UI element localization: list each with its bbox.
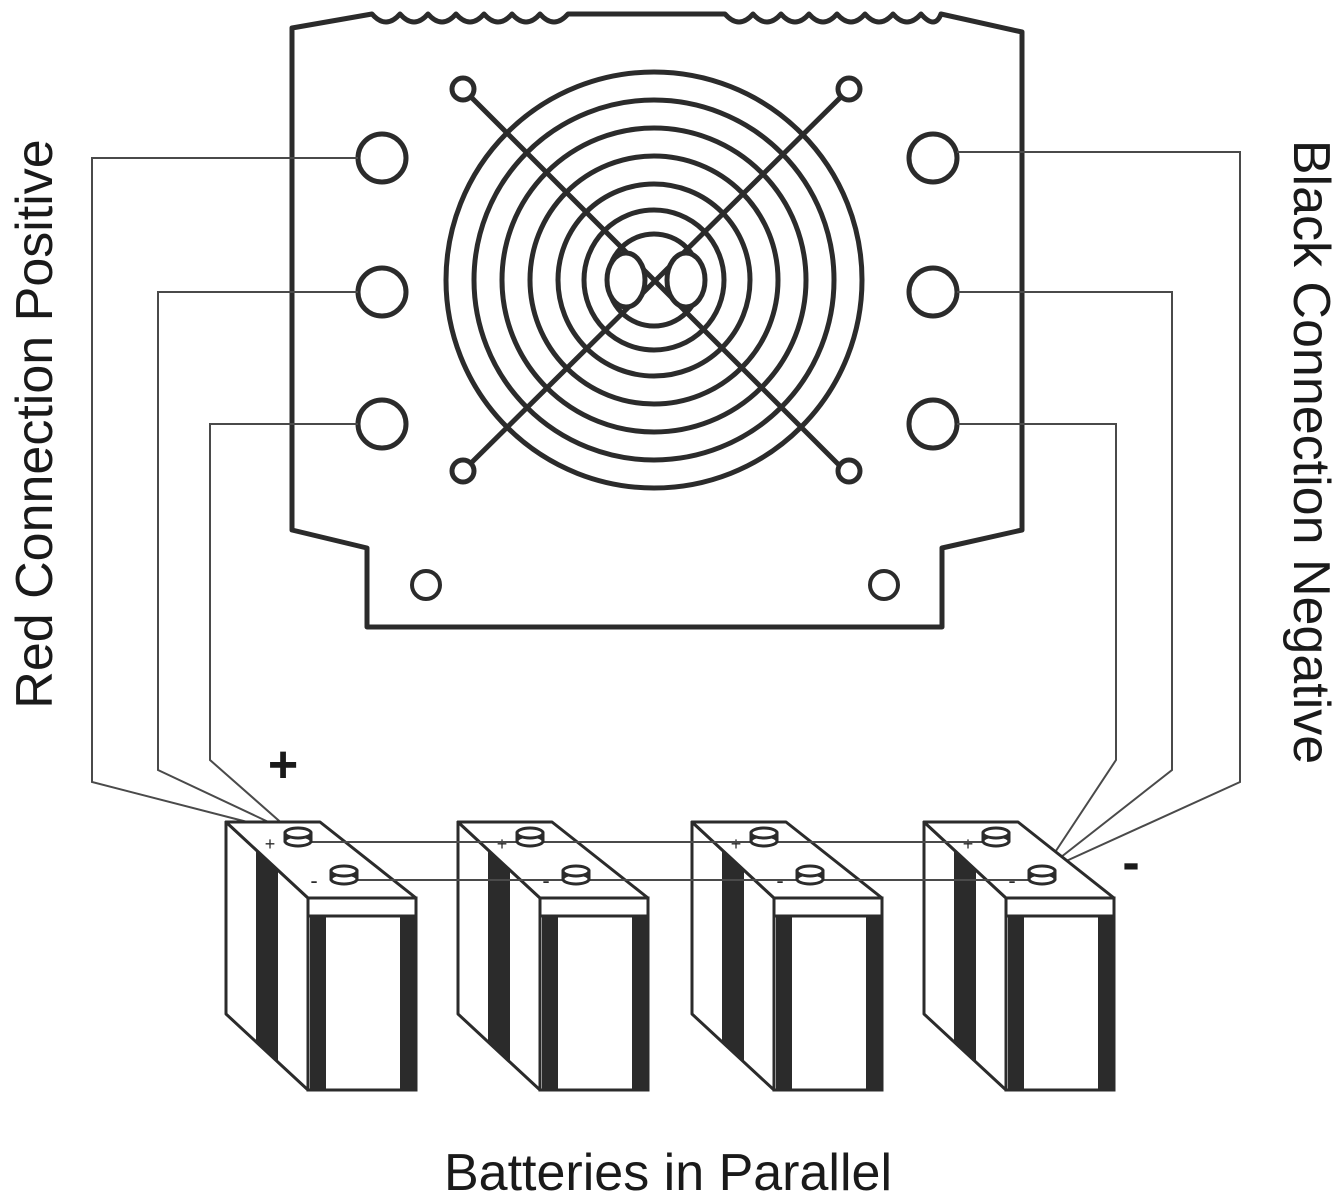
battery-icon: +-: [224, 820, 418, 1092]
battery-plus-marking: +: [963, 834, 974, 854]
terminal-post-top: [795, 864, 825, 878]
battery-stripe: [256, 850, 278, 1062]
right-label: Black Connection Negative: [1282, 140, 1340, 764]
battery-plus-marking: +: [731, 834, 742, 854]
positive-wire: [157, 291, 358, 835]
battery-stripe: [722, 850, 744, 1062]
battery-plus-marking: +: [497, 834, 508, 854]
battery-stripe: [776, 916, 792, 1090]
battery-stripe: [866, 916, 882, 1090]
terminal-post-top: [329, 864, 359, 878]
negative-wires: [957, 151, 1241, 873]
battery-stripe: [1098, 916, 1114, 1090]
negative-terminals: [906, 131, 960, 451]
negative-terminal: [906, 131, 960, 185]
terminal-post-top: [561, 864, 591, 878]
bottom-caption: Batteries in Parallel: [444, 1144, 892, 1202]
battery-stripe: [954, 850, 976, 1062]
terminal-post-top: [1027, 864, 1057, 878]
positive-wire: [91, 157, 358, 835]
mounting-hole: [868, 569, 900, 601]
positive-wires: [91, 157, 358, 835]
battery-icon: +-: [456, 820, 650, 1092]
positive-wire: [209, 423, 358, 835]
battery-terminals: [283, 826, 359, 886]
battery-bank: +-+-+-+-: [224, 820, 1116, 1092]
battery-icon: +-: [690, 820, 884, 1092]
inverter-unit: [289, 11, 1025, 630]
terminal-post-top: [515, 826, 545, 840]
negative-wire: [957, 151, 1241, 873]
battery-stripe: [542, 916, 558, 1090]
terminal-post-top: [749, 826, 779, 840]
parallel-bus-wires: [298, 841, 1042, 881]
battery-terminals: [515, 826, 591, 886]
mounting-holes: [410, 569, 900, 601]
mounting-hole: [410, 569, 442, 601]
battery-plus-marking: +: [265, 834, 276, 854]
negative-wire: [957, 291, 1173, 873]
negative-terminal: [906, 397, 960, 451]
positive-terminal: [355, 265, 409, 319]
battery-stripe: [400, 916, 416, 1090]
battery-terminals: [749, 826, 825, 886]
battery-stripe: [488, 850, 510, 1062]
inverter-outline: [289, 11, 1025, 630]
battery-stripe: [310, 916, 326, 1090]
fan-grille-icon: [443, 69, 865, 491]
positive-terminal: [355, 131, 409, 185]
positive-terminals: [355, 131, 409, 451]
negative-sign: -: [1122, 834, 1139, 892]
negative-terminal: [906, 265, 960, 319]
battery-icon: +-: [922, 820, 1116, 1092]
battery-terminal-posts: [283, 826, 1057, 886]
battery-stripe: [632, 916, 648, 1090]
terminal-post-top: [283, 826, 313, 840]
positive-sign: +: [268, 736, 298, 794]
battery-minus-marking: -: [310, 868, 317, 893]
battery-terminals: [981, 826, 1057, 886]
terminal-post-top: [981, 826, 1011, 840]
negative-wire: [957, 423, 1117, 873]
left-label: Red Connection Positive: [6, 139, 64, 708]
battery-stripe: [1008, 916, 1024, 1090]
positive-terminal: [355, 397, 409, 451]
